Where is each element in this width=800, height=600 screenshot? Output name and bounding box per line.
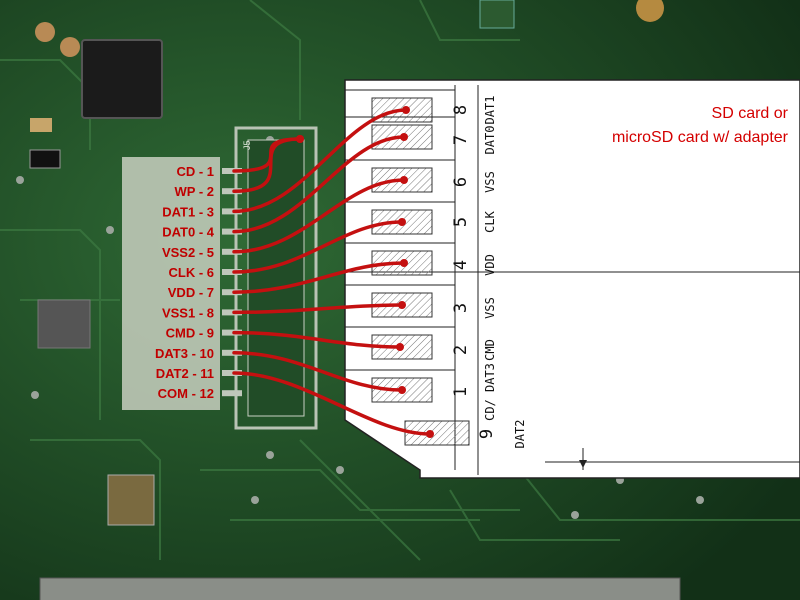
pin-label: DAT0 - 4 (162, 225, 215, 240)
wire-end (402, 106, 410, 114)
wire (232, 371, 432, 436)
caption: SD card or microSD card w/ adapter (612, 102, 788, 150)
wire (232, 261, 406, 294)
wire (232, 108, 408, 214)
smd-components (29, 0, 664, 526)
card-pin-number: 6 (451, 177, 471, 187)
connector-pad (222, 370, 242, 376)
card-pin-signal: DAT2 (513, 420, 527, 449)
wire-end (296, 135, 304, 143)
wire-end (398, 386, 406, 394)
card-pin-number: 8 (451, 105, 471, 115)
pin-label: WP - 2 (175, 184, 215, 199)
pin-label: VSS1 - 8 (162, 305, 214, 320)
card-pin-numbers: 8 7 6 5 4 3 2 1 9 (451, 105, 497, 439)
connector-pad (222, 289, 242, 296)
pin-label: CD - 1 (176, 164, 214, 179)
card-pin-signal: CMD (483, 339, 497, 361)
connector-pad (222, 248, 242, 255)
wire-end (398, 218, 406, 226)
pin-label: DAT3 - 10 (155, 346, 214, 361)
sd-card-outline (344, 79, 800, 479)
metal-shield (39, 577, 681, 600)
card-pin-number: 7 (451, 135, 471, 145)
pcb-traces (0, 0, 800, 561)
pin-label-panel (122, 157, 220, 410)
pin-label: CMD - 9 (166, 326, 214, 341)
ic-chip (81, 39, 163, 119)
pin-labels: CD - 1 WP - 2 DAT1 - 3 DAT0 - 4 VSS2 - 5 CLK … (155, 164, 215, 401)
connector-pad (222, 168, 242, 174)
card-pin-number: 3 (451, 303, 471, 313)
wire-end (400, 176, 408, 184)
pin-label: VSS2 - 5 (162, 245, 214, 260)
card-contact (371, 97, 433, 123)
card-pin-signal: CD/ DAT3 (483, 363, 497, 421)
wire (232, 220, 404, 274)
connector-j5: J5 (234, 126, 318, 430)
card-pin-number: 1 (451, 387, 471, 397)
pin-label: CLK - 6 (169, 265, 215, 280)
card-pin-signal: DAT0 (483, 126, 497, 155)
card-pin-signal: CLK (483, 210, 497, 232)
card-pin-signal: VSS (483, 171, 497, 193)
card-pin-signal: VDD (483, 254, 497, 276)
card-pin-number: 9 (477, 429, 497, 439)
wire-end (398, 301, 406, 309)
wire-end (396, 343, 404, 351)
wire (232, 135, 406, 234)
connector-pad (222, 329, 242, 336)
wire (232, 330, 402, 349)
connector-pad (222, 208, 242, 215)
connector-pad (222, 269, 242, 275)
pin-label: DAT1 - 3 (162, 204, 214, 219)
wire (232, 137, 302, 193)
wire-end (400, 133, 408, 141)
connector-pad (222, 349, 242, 356)
caption-line-1: SD card or (711, 105, 788, 122)
card-pin-number: 5 (451, 217, 471, 227)
pin-label: DAT2 - 11 (156, 366, 214, 381)
pin-label: VDD - 7 (168, 285, 214, 300)
card-pin-number: 2 (451, 345, 471, 355)
connector-pads (222, 168, 242, 397)
connector-pad (222, 188, 242, 195)
connector-pad (222, 228, 242, 235)
wire (232, 303, 404, 315)
pin-label: COM - 12 (158, 386, 214, 401)
connector-pad (222, 309, 242, 316)
connector-pad (222, 390, 242, 397)
wires (232, 106, 434, 438)
card-pin-signal: VSS (483, 297, 497, 319)
wire (232, 178, 406, 254)
wire-end (400, 259, 408, 267)
card-pin-number: 4 (451, 260, 471, 270)
wire (232, 351, 404, 392)
card-pin-signal: DAT1 (483, 96, 497, 125)
connector-silkscreen: J5 (242, 140, 252, 150)
wire-end (426, 430, 434, 438)
caption-line-2: microSD card w/ adapter (611, 129, 788, 146)
